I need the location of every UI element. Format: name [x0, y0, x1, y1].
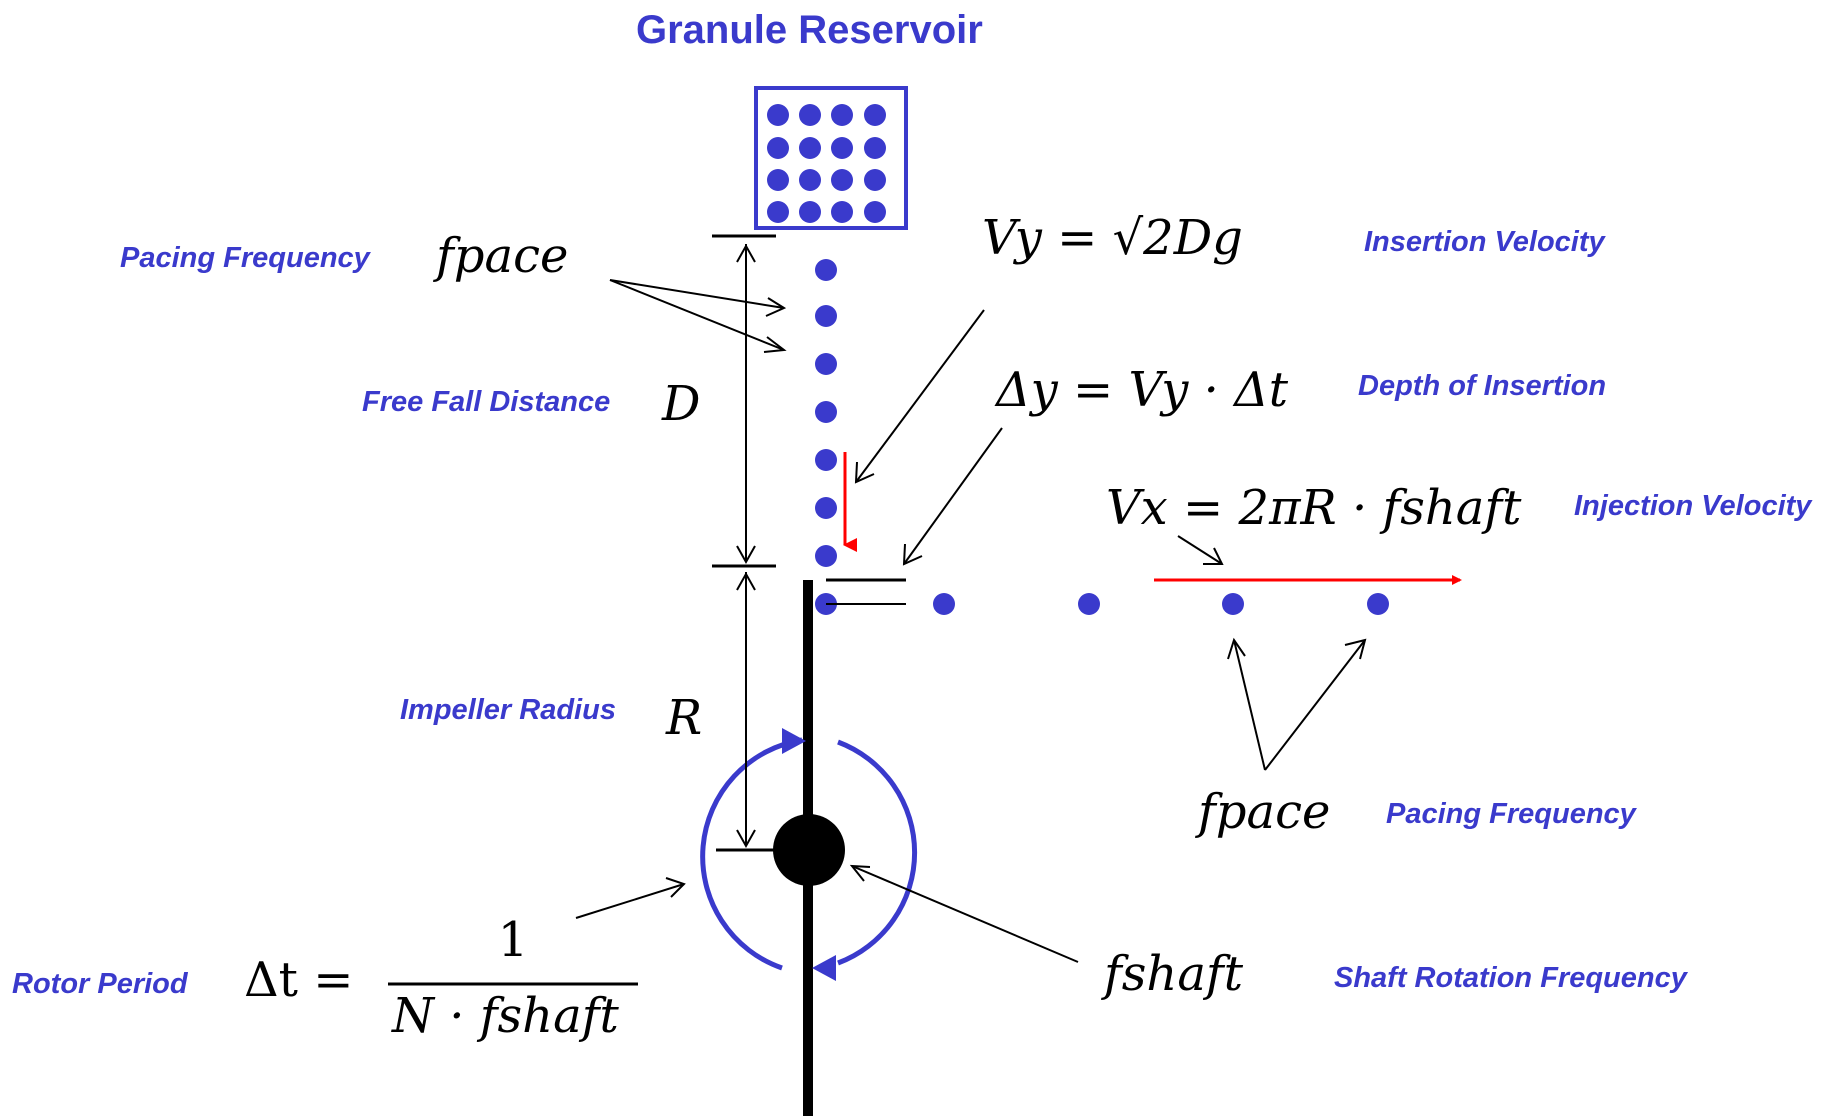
pacing-frequency-label-left: Pacing Frequency — [120, 242, 370, 274]
injection-velocity-label: Injection Velocity — [1574, 490, 1812, 522]
shaft-rotation-frequency-label: Shaft Rotation Frequency — [1334, 962, 1687, 994]
falling-granules — [815, 259, 837, 615]
depth-of-insertion-label: Depth of Insertion — [1358, 370, 1607, 402]
reservoir-granules — [767, 104, 886, 223]
rotation-arc-left — [700, 737, 803, 971]
r-symbol: R — [666, 690, 703, 746]
fshaft-symbol: fshaft — [1104, 946, 1243, 1002]
rotation-arrowhead-top — [782, 728, 806, 754]
fpace-symbol-right: fpace — [1198, 784, 1331, 840]
rotation-arrowhead-bottom — [812, 955, 836, 981]
d-symbol: D — [662, 376, 701, 432]
injection-velocity-equation: Vx = 2πR · fshaft — [1106, 480, 1522, 536]
injected-granules — [933, 593, 1389, 615]
rotor-period-numerator: 1 — [497, 912, 529, 968]
insertion-velocity-label: Insertion Velocity — [1364, 226, 1605, 258]
reservoir-title: Granule Reservoir — [636, 8, 983, 52]
rotor-period-denominator: N · fshaft — [392, 988, 619, 1044]
impeller-radius-label: Impeller Radius — [400, 694, 616, 726]
rotation-arc-right — [837, 739, 918, 966]
rotor-period-lhs: Δt = — [244, 952, 354, 1008]
shaft-hub — [773, 814, 845, 886]
pacing-frequency-label-right: Pacing Frequency — [1386, 798, 1636, 830]
reservoir-box — [754, 86, 908, 230]
depth-of-insertion-equation: Δy = Vy · Δt — [996, 362, 1289, 418]
pointer-arrows — [575, 279, 1367, 963]
fpace-symbol-left: fpace — [436, 228, 569, 284]
insertion-velocity-equation: Vy = √2Dg — [982, 210, 1243, 266]
rotor-period-label: Rotor Period — [12, 968, 188, 1000]
free-fall-distance-label: Free Fall Distance — [362, 386, 611, 418]
